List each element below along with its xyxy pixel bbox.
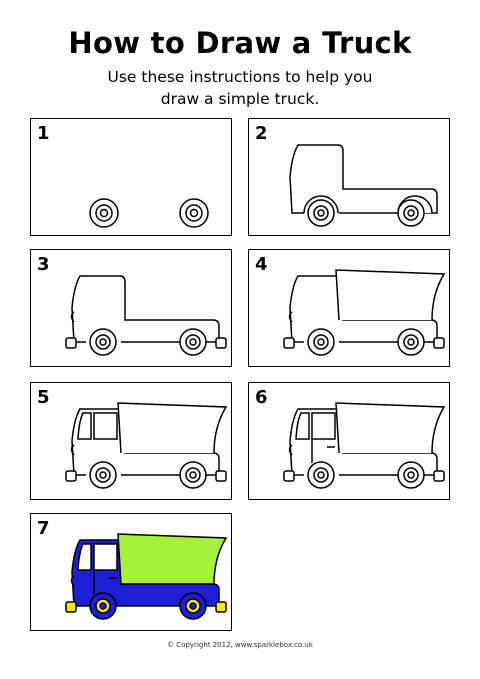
step-number: 4 <box>255 254 268 275</box>
step-4-drawing <box>283 269 446 356</box>
subtitle-line-1: Use these instructions to help you <box>107 68 373 86</box>
step-number: 6 <box>255 387 268 408</box>
step-panel-2: 2 <box>248 118 450 236</box>
step-number: 3 <box>37 254 50 275</box>
step-number: 2 <box>255 123 268 144</box>
step-6-drawing <box>283 402 446 489</box>
step-number: 1 <box>37 123 50 144</box>
step-7-drawing <box>65 533 228 620</box>
page-subtitle: Use these instructions to help you draw … <box>0 66 480 110</box>
step-panel-1: 1 <box>30 118 232 236</box>
wheels <box>89 198 209 228</box>
step-panel-7: 7 <box>30 513 232 631</box>
step-panel-5: 5 <box>30 382 232 500</box>
step-panel-4: 4 <box>248 249 450 367</box>
step-1-drawing <box>89 198 209 228</box>
subtitle-line-2: draw a simple truck. <box>160 90 320 108</box>
step-panel-3: 3 <box>30 249 232 367</box>
copyright-footer: © Copyright 2012, www.sparklebox.co.uk <box>167 641 313 649</box>
step-number: 5 <box>37 387 50 408</box>
step-2-drawing <box>289 144 438 227</box>
step-number: 7 <box>37 518 50 539</box>
step-5-drawing <box>65 402 228 489</box>
step-3-drawing <box>65 275 227 356</box>
truck-load <box>117 533 228 585</box>
page-title: How to Draw a Truck <box>68 26 412 60</box>
step-panel-6: 6 <box>248 382 450 500</box>
